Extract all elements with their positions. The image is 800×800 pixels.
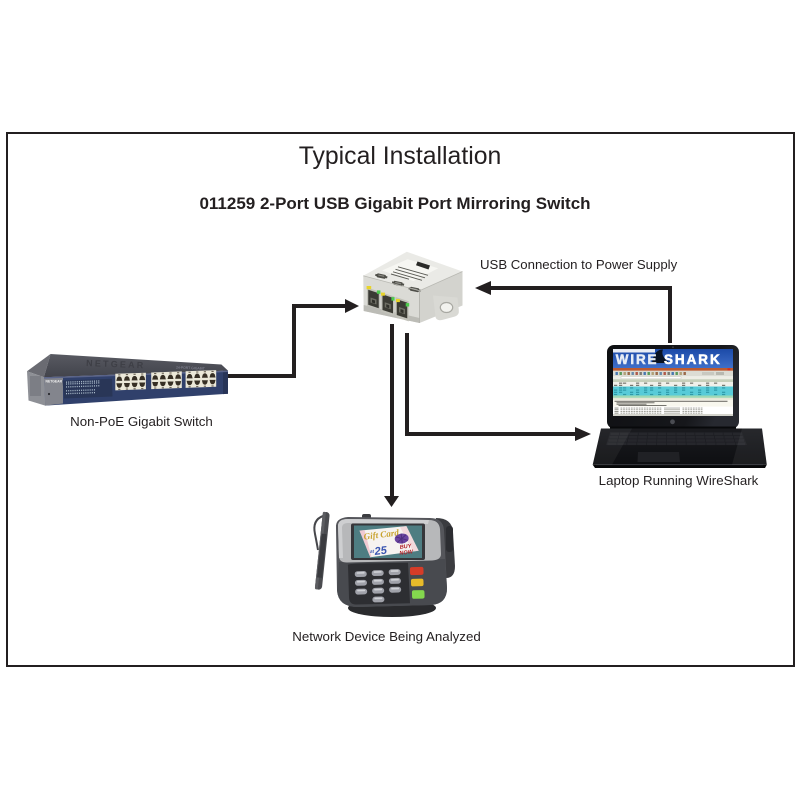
svg-text:25: 25 [373,544,388,558]
svg-text:at: at [370,548,375,554]
svg-text:BUY: BUY [399,543,413,551]
svg-text:SHARK: SHARK [664,352,722,367]
svg-text:NOW: NOW [399,549,414,557]
svg-text:NETGEAR: NETGEAR [46,380,63,384]
svg-text:NETGEAR: NETGEAR [86,358,146,370]
svg-text:Gift Card: Gift Card [363,527,400,541]
svg-text:WIRE: WIRE [616,352,659,367]
svg-text:24-PORT GIGABIT: 24-PORT GIGABIT [176,366,205,371]
